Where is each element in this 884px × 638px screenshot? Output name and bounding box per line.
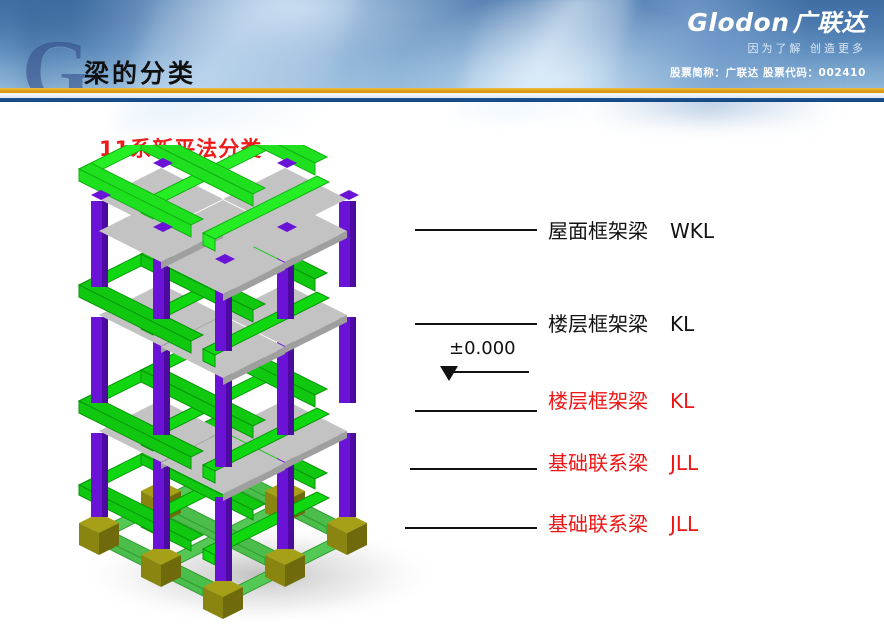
callout-code: WKL (670, 219, 715, 243)
leader-line-tie-beam-1 (410, 468, 537, 470)
building-frame-diagram (55, 145, 455, 620)
leader-line-tie-beam-2 (405, 527, 537, 529)
stock-info: 股票简称：广联达 股票代码：002410 (670, 67, 866, 79)
roof-level (77, 145, 359, 301)
callout-foundation-tie-beam-upper: 基础联系梁 JLL (548, 447, 698, 476)
glodon-g-watermark: G (22, 23, 90, 120)
callout-floor-frame-beam-upper: 楼层框架梁 KL (548, 308, 694, 337)
logo-brand-cn: 广联达 (792, 9, 866, 37)
header-light-streak (453, 0, 637, 120)
leader-line-roof-beam (415, 229, 537, 231)
blue-divider (0, 98, 884, 102)
logo-brand-en: Glodon (687, 8, 790, 37)
callout-label: 基础联系梁 (548, 512, 648, 536)
callout-label: 基础联系梁 (548, 451, 648, 475)
callout-code: JLL (670, 512, 699, 536)
callout-code: KL (670, 312, 695, 336)
callout-floor-frame-beam-lower: 楼层框架梁 KL (548, 385, 694, 414)
callout-label: 楼层框架梁 (548, 312, 648, 336)
callout-code: JLL (670, 451, 699, 475)
callout-foundation-tie-beam-lower: 基础联系梁 JLL (548, 508, 698, 537)
elevation-line (447, 371, 529, 373)
callout-label: 屋面框架梁 (548, 219, 648, 243)
logo-tagline: 因为了解 创造更多 (747, 42, 866, 55)
elevation-label: ±0.000 (449, 338, 516, 359)
callout-roof-frame-beam: 屋面框架梁 WKL (548, 215, 714, 244)
page-title: 梁的分类 (84, 59, 197, 88)
white-divider (0, 93, 884, 98)
columns-level-3 (91, 201, 356, 351)
elevation-triangle-icon (440, 366, 458, 381)
gold-divider (0, 88, 884, 93)
callout-label: 楼层框架梁 (548, 389, 648, 413)
leader-line-floor-beam-1 (415, 323, 537, 325)
leader-line-floor-beam-2 (415, 410, 537, 412)
callout-code: KL (670, 389, 695, 413)
